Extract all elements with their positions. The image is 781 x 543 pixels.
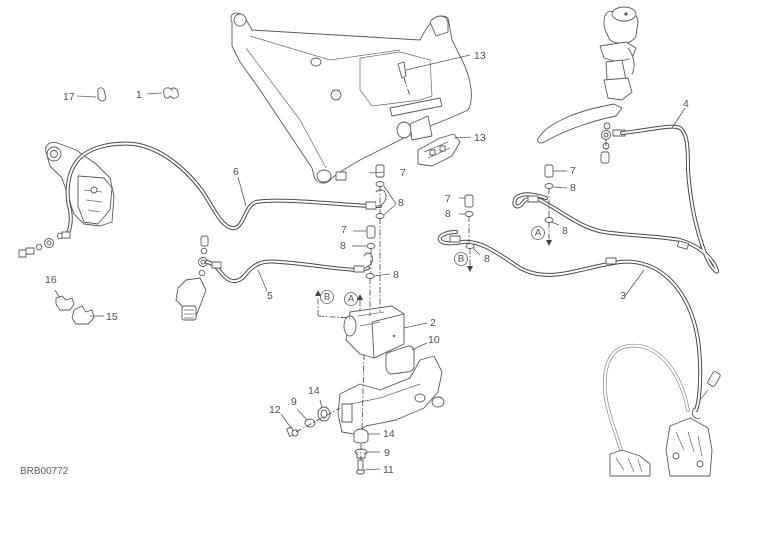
callout-17: 17: [63, 91, 75, 103]
callout-13-a: 12: [269, 404, 281, 416]
callout-7-b: 7: [341, 224, 347, 236]
drawing-code: BRB00772: [20, 466, 69, 477]
callout-8-g: 8: [484, 253, 490, 265]
callout-7-a: 7: [400, 167, 406, 179]
callout-14-b: 14: [383, 428, 395, 440]
part-12-screw: [397, 61, 411, 97]
part-1-clip: [163, 87, 179, 99]
svg-text:B: B: [324, 292, 330, 303]
callout-4: 4: [683, 98, 689, 110]
frame-subframe: [230, 12, 472, 184]
hose-3-abs-to-front-caliper: [437, 230, 703, 419]
leader-lines: [54, 54, 686, 471]
rear-brake-master-cylinder: [175, 235, 209, 321]
callout-10: 10: [428, 334, 440, 346]
callout-14-a: 14: [308, 385, 320, 397]
callout-8-e: 8: [445, 208, 451, 220]
hose-6-rear-abs-to-caliper: [61, 141, 387, 239]
callout-1: 1: [136, 89, 142, 101]
callout-8-c: 8: [393, 269, 399, 281]
callout-3: 3: [620, 290, 626, 302]
callout-13-b: 11: [383, 464, 394, 476]
center-left-banjo-stack: [365, 164, 385, 279]
hose-5-rear-master-to-abs: [205, 252, 373, 283]
master-cylinder-banjo-fitting: [600, 122, 626, 164]
svg-text:A: A: [535, 228, 542, 239]
left-mount-hardware: [286, 406, 331, 437]
front-brake-master-cylinder: [537, 6, 639, 144]
callout-2: 2: [430, 317, 436, 329]
direction-arrows: [315, 240, 552, 312]
callout-12: 13: [474, 50, 486, 62]
svg-text:A: A: [348, 294, 355, 305]
callout-16: 16: [45, 274, 57, 286]
ref-mark-b-abs: B: [320, 290, 334, 304]
part-10-rubber-pad: [385, 345, 415, 375]
callout-9-b: 9: [384, 447, 390, 459]
callout-15: 15: [106, 311, 118, 323]
part-11-hose-guide: [417, 133, 461, 167]
callout-9-a: 9: [291, 396, 297, 408]
hose-4-front-master-to-abs: [512, 124, 719, 274]
rear-brake-caliper-bracket: [45, 141, 115, 227]
callout-8-d: 8: [570, 182, 576, 194]
ref-mark-a-abs: A: [344, 292, 358, 306]
callout-8-f: 8: [562, 225, 568, 237]
part-17-clip: [97, 87, 107, 102]
part-15-hose-clamp: [71, 305, 95, 325]
callout-7-d: 7: [445, 193, 451, 205]
callout-5: 5: [267, 290, 273, 302]
ref-mark-a-hose: A: [531, 226, 545, 240]
abs-mounting-bracket: [337, 355, 445, 435]
callout-8-b: 8: [340, 240, 346, 252]
callout-6: 6: [233, 166, 239, 178]
front-caliper-bridge-pipe: [602, 343, 690, 456]
part-2-abs-control-unit: [343, 305, 405, 359]
rear-caliper-banjo-fitting: [18, 232, 64, 258]
assembly-lines: [295, 140, 607, 460]
svg-text:B: B: [458, 254, 464, 265]
callout-7-c: 7: [570, 165, 576, 177]
callout-labels: 17 1 13 13 4 6 5 3 7 8 7 8 8 2 10 7 8 7 …: [45, 50, 689, 476]
ref-mark-b-hose: B: [454, 252, 468, 266]
callout-11: 13: [474, 132, 486, 144]
callout-8-a: 8: [398, 197, 404, 209]
bottom-mount-hardware: [353, 428, 369, 475]
front-brake-calipers: [609, 371, 721, 477]
part-16-hose-clamp: [55, 295, 75, 311]
